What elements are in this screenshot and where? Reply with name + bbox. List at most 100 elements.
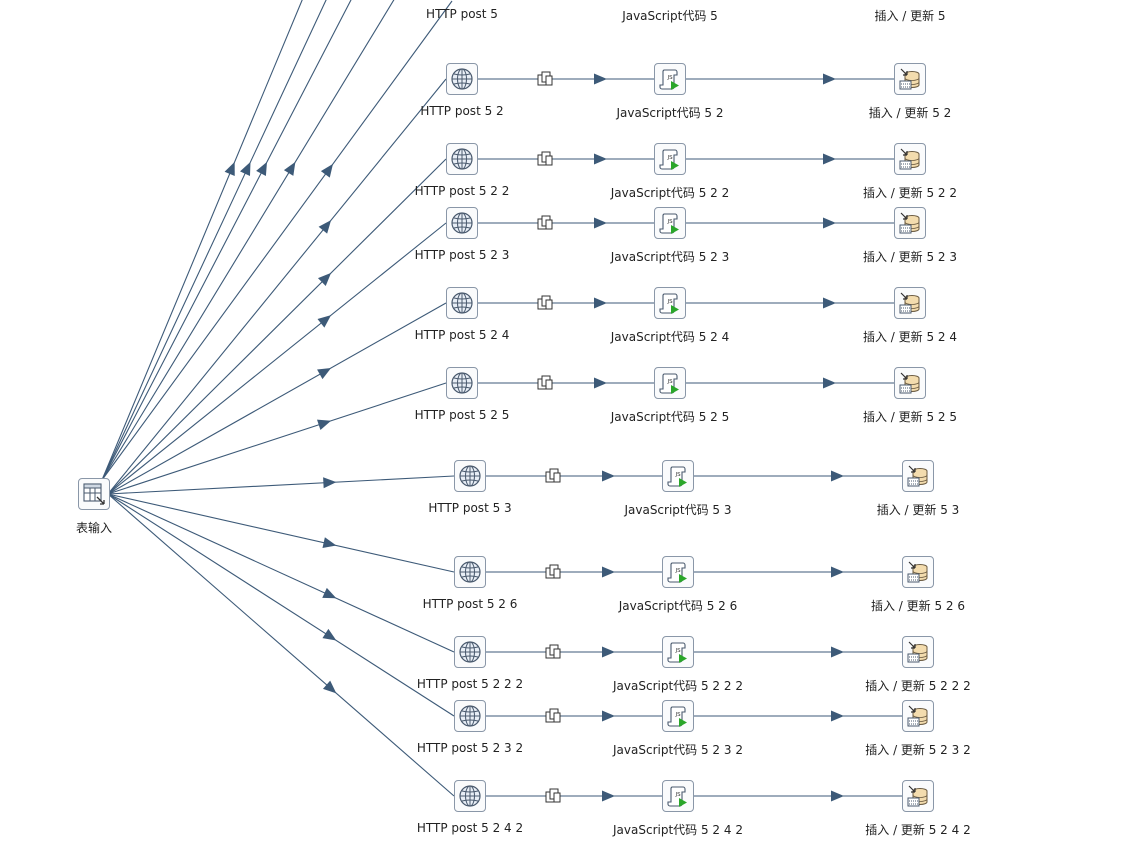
hop-source-http-10[interactable] [107, 493, 455, 717]
hop-source-offscreen-3[interactable] [101, 0, 352, 481]
hop-source-offscreen-4[interactable] [101, 0, 395, 481]
hop-arrow [317, 315, 332, 328]
step-insert-update[interactable] [894, 63, 926, 95]
step-insert-update[interactable] [894, 367, 926, 399]
step-insert-update[interactable] [894, 287, 926, 319]
step-http-post[interactable] [446, 63, 478, 95]
copy-rows-icon [545, 564, 561, 579]
step-label-http-post: HTTP post 5 2 3 2 [416, 741, 524, 755]
database-update-icon [907, 785, 928, 807]
step-insert-update[interactable] [902, 780, 934, 812]
step-javascript[interactable]: JS [662, 636, 694, 668]
step-label-insert-update: 插入 / 更新 5 2 3 2 [865, 743, 971, 757]
hop-source-http-8[interactable] [107, 493, 455, 573]
hop-arrow [823, 153, 836, 165]
javascript-script-icon: JS [659, 69, 679, 90]
hop-source-offscreen-1[interactable] [101, 0, 303, 481]
step-http-post[interactable] [454, 556, 486, 588]
globe-icon [451, 68, 473, 90]
hop-arrow [831, 710, 844, 722]
javascript-script-icon: JS [667, 786, 687, 807]
step-http-post[interactable] [454, 780, 486, 812]
database-update-icon [907, 561, 928, 583]
hop-arrow [320, 163, 333, 178]
database-update-icon [907, 641, 928, 663]
step-http-post[interactable] [446, 287, 478, 319]
step-label-javascript: JavaScript代码 5 2 4 [610, 330, 730, 344]
step-label-http-post: HTTP post 5 [426, 7, 498, 21]
step-label-javascript: JavaScript代码 5 2 3 2 [613, 743, 743, 757]
step-javascript[interactable]: JS [654, 287, 686, 319]
table-input-icon [83, 483, 105, 505]
step-http-post[interactable] [446, 143, 478, 175]
hop-arrow [602, 470, 615, 482]
copy-rows-icon [537, 71, 553, 86]
step-http-post[interactable] [446, 367, 478, 399]
hop-arrow [594, 73, 607, 85]
hop-source-http-1[interactable] [101, 0, 453, 481]
step-label-insert-update: 插入 / 更新 5 2 5 [862, 410, 958, 424]
step-table-input[interactable] [78, 478, 110, 510]
hop-arrow [322, 628, 337, 641]
svg-text:JS: JS [675, 568, 682, 574]
hop-arrow [831, 790, 844, 802]
hop-source-offscreen-2[interactable] [101, 0, 327, 481]
step-http-post[interactable] [454, 700, 486, 732]
step-javascript[interactable]: JS [662, 460, 694, 492]
step-insert-update[interactable] [902, 700, 934, 732]
step-javascript[interactable]: JS [654, 367, 686, 399]
copy-rows-icon [537, 375, 553, 390]
step-insert-update[interactable] [894, 143, 926, 175]
hop-arrow [322, 587, 337, 599]
hop-source-http-9[interactable] [107, 493, 455, 653]
hop-arrow [823, 377, 836, 389]
copy-rows-icon [545, 788, 561, 803]
svg-text:JS: JS [667, 155, 674, 161]
database-update-icon [907, 705, 928, 727]
hop-source-http-3[interactable] [107, 158, 447, 495]
hop-source-http-6[interactable] [107, 382, 447, 495]
step-http-post[interactable] [454, 636, 486, 668]
database-update-icon [899, 372, 920, 394]
javascript-script-icon: JS [667, 562, 687, 583]
hop-source-http-7[interactable] [107, 475, 455, 495]
step-javascript[interactable]: JS [654, 207, 686, 239]
step-label-insert-update: 插入 / 更新 5 2 3 [862, 250, 958, 264]
step-javascript[interactable]: JS [654, 143, 686, 175]
step-label-http-post: HTTP post 5 2 6 [422, 597, 518, 611]
step-insert-update[interactable] [902, 460, 934, 492]
copy-rows-icon [545, 468, 561, 483]
step-http-post[interactable] [446, 207, 478, 239]
step-label-http-post: HTTP post 5 2 4 [414, 328, 510, 342]
step-label-javascript: JavaScript代码 5 2 2 2 [613, 679, 743, 693]
step-label-javascript: JavaScript代码 5 2 3 [610, 250, 730, 264]
step-insert-update[interactable] [894, 207, 926, 239]
step-javascript[interactable]: JS [662, 700, 694, 732]
copy-rows-icon [537, 295, 553, 310]
svg-text:JS: JS [667, 75, 674, 81]
globe-icon [459, 785, 481, 807]
hop-arrow [602, 646, 615, 658]
step-javascript[interactable]: JS [662, 556, 694, 588]
step-label-insert-update: 插入 / 更新 5 2 2 [862, 186, 958, 200]
step-label-insert-update: 插入 / 更新 5 2 2 2 [865, 679, 971, 693]
hop-source-http-5[interactable] [107, 302, 447, 495]
hop-arrow [594, 297, 607, 309]
step-insert-update[interactable] [902, 556, 934, 588]
svg-text:JS: JS [675, 792, 682, 798]
step-javascript[interactable]: JS [654, 63, 686, 95]
hop-source-http-11[interactable] [107, 493, 455, 797]
step-label-insert-update: 插入 / 更新 5 2 4 2 [865, 823, 971, 837]
step-http-post[interactable] [454, 460, 486, 492]
globe-icon [451, 212, 473, 234]
svg-text:JS: JS [675, 648, 682, 654]
globe-icon [451, 292, 473, 314]
step-insert-update[interactable] [902, 636, 934, 668]
hop-arrow [823, 297, 836, 309]
hop-source-http-4[interactable] [107, 222, 447, 495]
hop-arrow [322, 680, 337, 694]
step-javascript[interactable]: JS [662, 780, 694, 812]
step-label-http-post: HTTP post 5 2 2 2 [416, 677, 524, 691]
hop-arrow [256, 161, 267, 176]
hop-source-http-2[interactable] [107, 78, 447, 495]
